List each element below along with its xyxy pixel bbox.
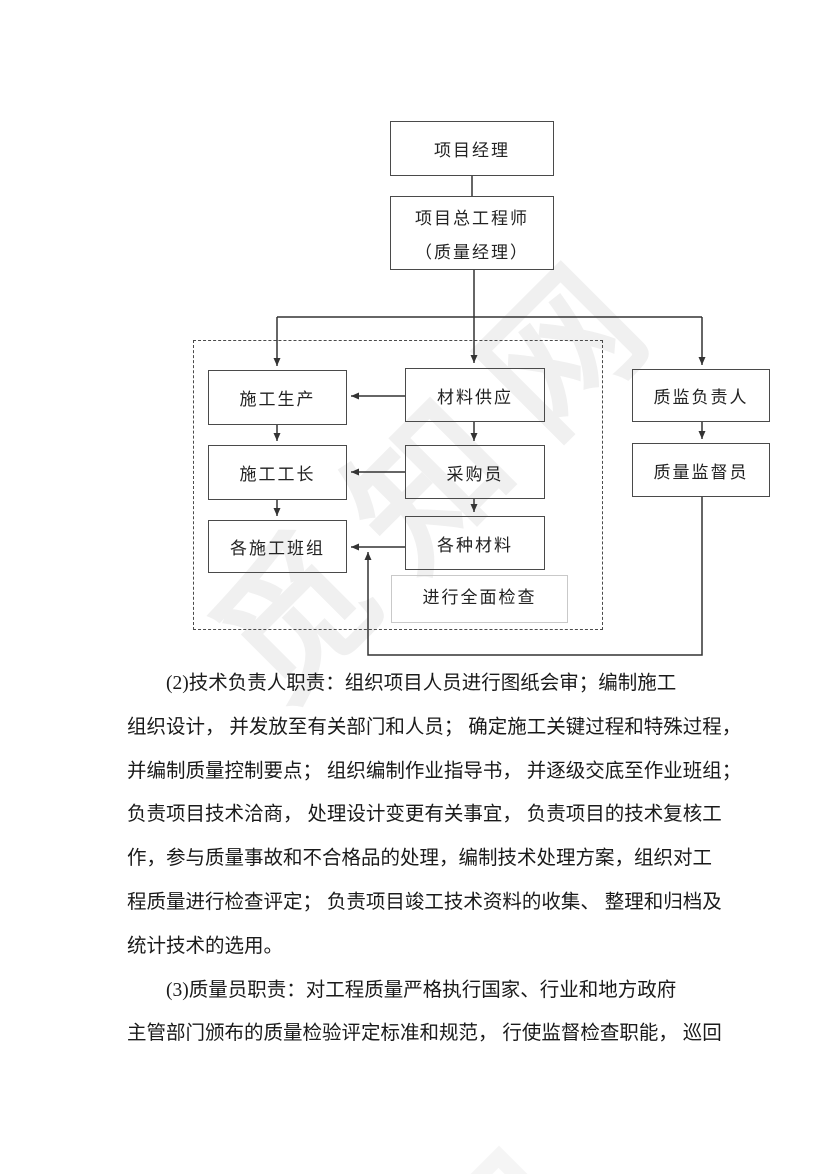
dashed-group-frame	[193, 340, 603, 630]
node-full-inspection-label: 进行全面检查	[422, 588, 537, 607]
node-quality-supervision-head: 质监负责人	[632, 369, 770, 422]
node-quality-supervision-head-label: 质监负责人	[653, 388, 749, 407]
node-chief-engineer-label-1: 项目总工程师	[415, 208, 529, 228]
node-quality-supervisor: 质量监督员	[632, 443, 770, 497]
node-chief-engineer-label-2: （质量经理）	[415, 242, 529, 262]
paragraph-2-line: 统计技术的选用。	[127, 935, 284, 957]
node-various-materials-label: 各种材料	[437, 535, 513, 555]
body-text: (2)技术负责人职责：组织项目人员进行图纸会审；编制施工 组织设计， 并发放至有…	[127, 662, 767, 1056]
node-chief-engineer: 项目总工程师 （质量经理）	[390, 196, 554, 270]
paragraph-2-line: 并编制质量控制要点； 组织编制作业指导书， 并逐级交底至作业班组；	[127, 760, 742, 782]
node-material-supply-label: 材料供应	[437, 387, 513, 407]
node-construction-teams: 各施工班组	[208, 520, 347, 573]
org-flowchart: 项目经理 项目总工程师 （质量经理） 施工生产 材料供应 质监负责人 施工工长 …	[193, 121, 770, 656]
node-quality-supervisor-label: 质量监督员	[653, 462, 749, 482]
node-full-inspection: 进行全面检查	[391, 575, 568, 623]
node-project-manager: 项目经理	[390, 121, 554, 176]
node-construction-production-label: 施工生产	[239, 390, 316, 409]
flowchart-connectors	[273, 176, 706, 656]
node-purchaser: 采购员	[405, 445, 545, 499]
paragraph-2-line: 组织设计， 并发放至有关部门和人员； 确定施工关键过程和特殊过程，	[127, 716, 742, 738]
node-construction-foreman-label: 施工工长	[239, 465, 316, 484]
paragraph-2-line: 程质量进行检查评定； 负责项目竣工技术资料的收集、 整理和归档及	[127, 891, 722, 913]
node-purchaser-label: 采购员	[446, 464, 504, 484]
node-project-manager-label: 项目经理	[434, 141, 510, 160]
paragraph-2-line: (2)技术负责人职责：组织项目人员进行图纸会审；编制施工	[166, 673, 677, 694]
paragraph-3-line: 主管部门颁布的质量检验评定标准和规范， 行使监督检查职能， 巡回	[127, 1023, 722, 1045]
node-construction-production: 施工生产	[208, 370, 347, 425]
node-construction-teams-label: 各施工班组	[230, 539, 325, 558]
watermark-partial: 知	[360, 1097, 620, 1174]
paragraph-3-line: (3)质量员职责：对工程质量严格执行国家、行业和地方政府	[166, 979, 677, 1001]
paragraph-2-line: 作，参与质量事故和不合格品的处理，编制技术处理方案，组织对工	[127, 848, 713, 870]
node-various-materials: 各种材料	[405, 516, 545, 570]
node-material-supply: 材料供应	[405, 368, 545, 422]
paragraph-2-line: 负责项目技术洽商， 处理设计变更有关事宜， 负责项目的技术复核工	[127, 804, 722, 826]
node-construction-foreman: 施工工长	[208, 445, 347, 500]
